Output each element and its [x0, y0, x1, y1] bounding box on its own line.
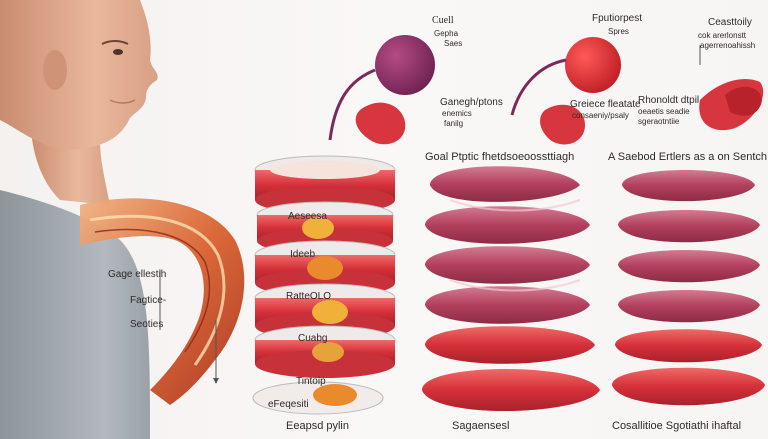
seoties-label: Seoties [130, 319, 164, 330]
rhomboid-sub-label-1: oeaetis seadie [638, 107, 690, 116]
tissue-ring-stack [252, 155, 396, 415]
bottom-right-caption: Cosallitioe Sgotiathi ihaftal [612, 420, 742, 432]
grease-sub-label: consaeniy/psaly [572, 111, 629, 120]
fibroblast-label: Fputiorpest [592, 13, 643, 24]
grease-label: Greiece fleatate [570, 99, 641, 110]
cell-sub-label-2: Saes [444, 39, 463, 48]
connectivity-label: Ceasttoily [708, 17, 752, 28]
esophagus-tube [80, 198, 245, 405]
stack-label-3: RatteOLO [286, 291, 332, 302]
coiled-muscle-right [612, 170, 765, 406]
stack-label-4: Cuabg [298, 333, 328, 344]
middle-column-header: Goal Ptptic fhetdsoeoossttiagh [425, 151, 575, 163]
connectivity-sub-label-2: agerrenoahissh [700, 41, 756, 50]
rhomboid-sub-label-2: sgeraotntiie [638, 117, 680, 126]
ganglion-sub-label-1: enemics [442, 109, 472, 118]
bottom-middle-caption: Sagaensesl [452, 420, 510, 432]
fagtice-label: Fagtice- [130, 295, 167, 306]
ganglion-sub-label-2: fanilg [444, 119, 464, 128]
cell-label: Cuell [432, 15, 454, 26]
purple-cell [328, 35, 435, 145]
gage-label: Gage ellestih [108, 269, 167, 280]
ganglion-label: Ganegh/ptons [440, 97, 503, 108]
muscle-fragment [699, 45, 764, 131]
fibroblast-sub-label: Spres [608, 27, 629, 36]
red-cell [510, 37, 621, 145]
coiled-muscle-middle [422, 166, 600, 412]
stack-label-2: Ideeb [290, 249, 316, 260]
person-figure [0, 0, 158, 439]
stack-label-5: Tintoip [296, 376, 326, 387]
stack-label-1: Aeseesa [288, 211, 327, 222]
bottom-left-caption: Eeapsd pylin [286, 420, 349, 432]
rhomboid-label: Rhonoldt dtpil [638, 95, 700, 106]
cell-sub-label-1: Gepha [434, 29, 459, 38]
connectivity-sub-label-1: cok arerlonstt [698, 31, 747, 40]
right-column-header: A Saebod Ertlers as a on Sentch [608, 151, 767, 163]
stack-label-6: eFeqesiti [268, 399, 309, 410]
